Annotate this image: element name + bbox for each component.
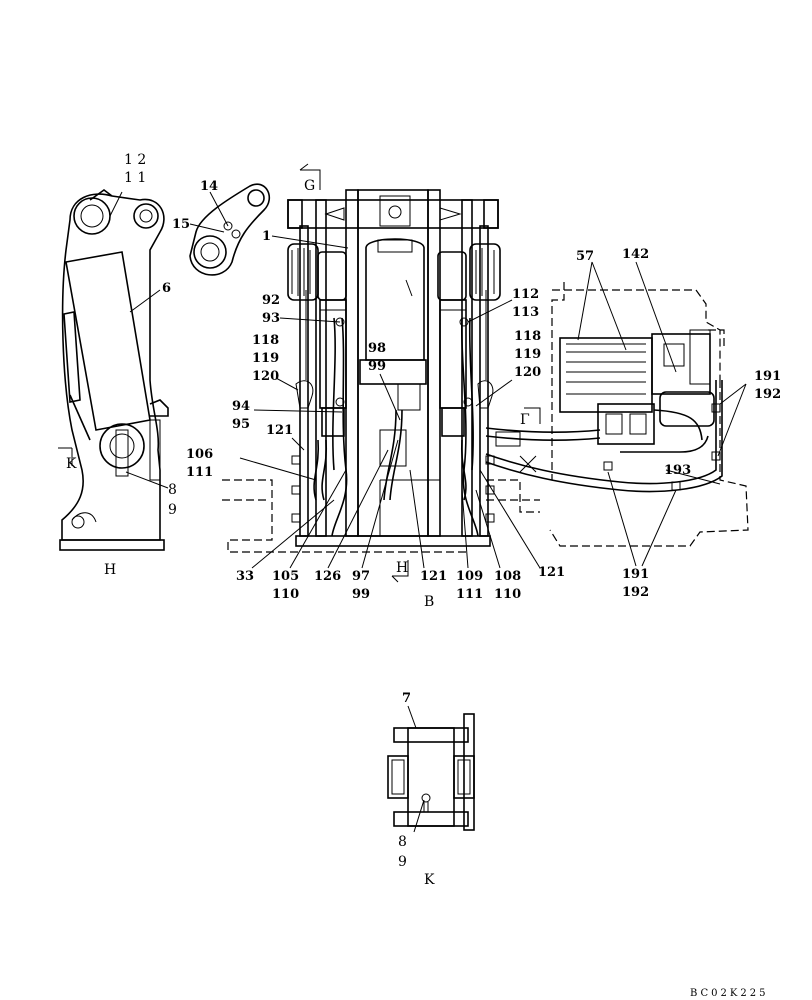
callout-98: 98: [368, 341, 386, 356]
callout-120-right: 120: [514, 365, 541, 380]
drawing-code: BC02K225: [690, 988, 768, 999]
callout-95: 95: [232, 417, 250, 432]
callout-118-left: 118: [252, 333, 279, 348]
callout-112: 112: [512, 287, 539, 302]
callout-9-detail: 9: [398, 854, 407, 870]
callout-11: 1 1: [124, 170, 146, 186]
callout-121-center: 121: [420, 569, 447, 584]
callout-193: 193: [664, 463, 691, 478]
callout-126: 126: [314, 569, 341, 584]
callout-9: 9: [168, 502, 177, 518]
view-caption-k: K: [424, 872, 435, 888]
callout-110-right: 110: [494, 587, 521, 602]
callout-57: 57: [576, 249, 594, 264]
callout-121-right: 121: [538, 565, 565, 580]
side-view-h: [58, 189, 169, 551]
view-marker-h: H: [396, 560, 408, 576]
callout-105: 105: [272, 569, 299, 584]
callout-192-top: 192: [754, 387, 781, 402]
pump-assembly: [485, 261, 749, 567]
callout-33: 33: [236, 569, 254, 584]
callout-12: 1 2: [124, 152, 146, 168]
callout-8-detail: 8: [398, 834, 407, 850]
callout-6: 6: [162, 281, 171, 296]
callout-99-bottom: 99: [352, 587, 370, 602]
callout-94: 94: [232, 399, 250, 414]
callout-111-right: 111: [456, 587, 483, 602]
callout-106: 106: [186, 447, 213, 462]
callout-15: 15: [172, 217, 190, 232]
callout-8: 8: [168, 482, 177, 498]
view-caption-b: B: [424, 594, 434, 610]
callout-97: 97: [352, 569, 370, 584]
callout-121-left: 121: [266, 423, 293, 438]
callout-109: 109: [456, 569, 483, 584]
callout-110-left: 110: [272, 587, 299, 602]
detail-view-k: [387, 705, 475, 833]
front-view-b: [222, 163, 540, 583]
callout-142: 142: [622, 247, 649, 262]
callout-7: 7: [402, 691, 411, 706]
callout-93: 93: [262, 311, 280, 326]
callout-111-left: 111: [186, 465, 213, 480]
front-view-leaders: [239, 235, 541, 569]
view-caption-h: H: [104, 562, 116, 578]
callout-113: 113: [512, 305, 539, 320]
callout-108: 108: [494, 569, 521, 584]
callout-118-right: 118: [514, 329, 541, 344]
callout-120-left: 120: [252, 369, 279, 384]
link-detail: [189, 183, 270, 276]
callout-191-bottom: 191: [622, 567, 649, 582]
callout-92: 92: [262, 293, 280, 308]
view-marker-gamma: Γ: [520, 412, 530, 428]
view-marker-g: G: [304, 178, 315, 194]
callout-99-top: 99: [368, 359, 386, 374]
callout-14: 14: [200, 179, 218, 194]
callout-191-top: 191: [754, 369, 781, 384]
section-marker-k: K: [66, 456, 77, 472]
callout-119-right: 119: [514, 347, 541, 362]
callout-192-bottom: 192: [622, 585, 649, 600]
callout-1: 1: [262, 229, 271, 244]
callout-119-left: 119: [252, 351, 279, 366]
